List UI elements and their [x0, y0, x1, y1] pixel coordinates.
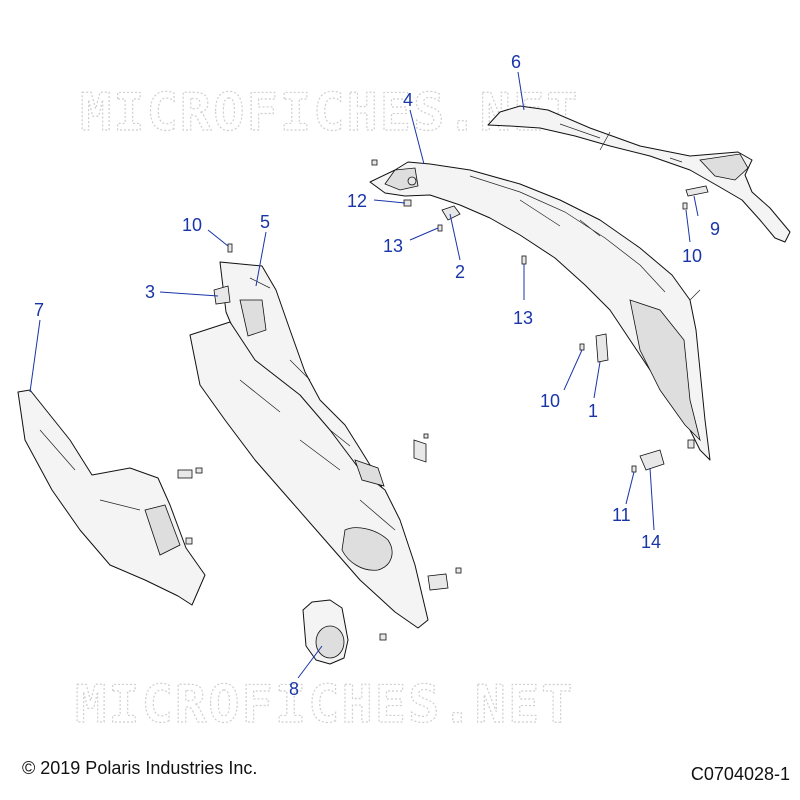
callout-6: 6: [511, 52, 521, 72]
callout-1: 1: [588, 401, 598, 421]
callout-5: 5: [260, 212, 270, 232]
callout-9: 9: [710, 219, 720, 239]
callout-8: 8: [289, 679, 299, 699]
part-3-bracket: [213, 285, 231, 305]
leader-lines: [29, 71, 699, 679]
watermark-top: MICROFICHES.NET: [80, 83, 580, 143]
part-8-grommet: [302, 599, 349, 665]
copyright-notice: © 2019 Polaris Industries Inc.: [22, 758, 258, 778]
callout-12: 12: [347, 191, 367, 211]
part-5-inner-panel: [219, 261, 387, 499]
callout-10-middle: 10: [540, 391, 560, 411]
callout-2: 2: [455, 262, 465, 282]
callouts: 6 4 12 13 2 10 9 10 5 10 3 13 7 10 1 11 …: [34, 52, 720, 699]
callout-7: 7: [34, 300, 44, 320]
callout-10-left: 10: [182, 215, 202, 235]
callout-10-right: 10: [682, 246, 702, 266]
figure-code: C0704028-1: [690, 764, 790, 784]
callout-14: 14: [641, 532, 661, 552]
part-6-upper-trim: [487, 105, 791, 243]
part-7-outer-panel: [17, 389, 206, 606]
part-4-side-rail: [369, 161, 711, 461]
callout-13-lower: 13: [513, 308, 533, 328]
callout-13-upper: 13: [383, 236, 403, 256]
watermark-bottom: MICROFICHES.NET: [75, 675, 575, 735]
callout-3: 3: [145, 282, 155, 302]
main-side-panel: [189, 321, 429, 629]
callout-4: 4: [403, 90, 413, 110]
callout-11: 11: [612, 505, 631, 525]
